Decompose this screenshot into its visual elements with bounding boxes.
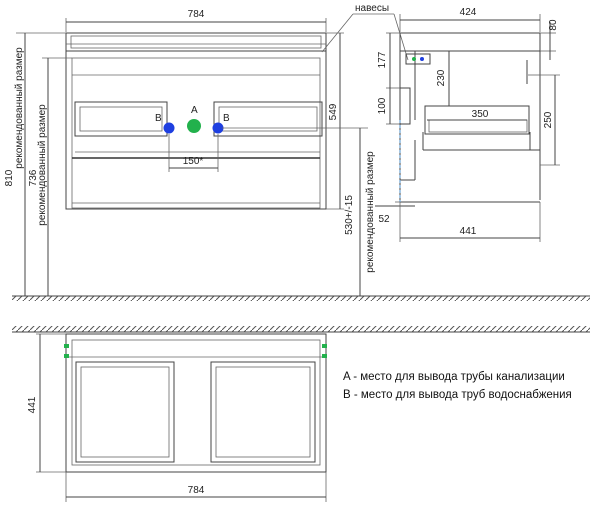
front-width-dim: 784 <box>188 9 205 20</box>
hinge-dot-1 <box>412 57 416 61</box>
total-height-dim: 810 <box>4 169 15 186</box>
mount-height-dim: 530+/-15 <box>344 195 355 235</box>
mount-mark-right-1 <box>322 344 327 348</box>
label-a: A <box>191 105 198 116</box>
side-view: навесы 424 80 100 177 <box>321 3 560 242</box>
top-view-width-dim: 784 <box>188 485 205 496</box>
pipe-a-marker <box>187 119 201 133</box>
mount-mark-left-1 <box>64 344 69 348</box>
front-view: 784 B A B 150* 810 рекомендованный ра <box>4 9 376 296</box>
right-height-dim: 250 <box>543 111 554 128</box>
upper-inner-dim: 230 <box>436 69 447 86</box>
pipe-b-left-marker <box>163 122 175 134</box>
mount-height-note: рекомендованный размер <box>365 151 376 273</box>
side-depth-bottom-dim: 441 <box>460 226 477 237</box>
drawer-depth-dim: 350 <box>472 109 489 120</box>
mount-mark-right-2 <box>322 354 327 358</box>
recommended-height-dim: 736 <box>28 169 39 186</box>
legend-a: A - место для вывода трубы канализации <box>343 371 565 383</box>
pipe-spacing-dim: 150* <box>183 156 204 167</box>
pipe-b-right-marker <box>212 122 224 134</box>
upper-offset-dim: 177 <box>377 51 388 68</box>
label-b-right: B <box>223 113 230 124</box>
cabinet-height-dim: 549 <box>328 103 339 120</box>
hinge-dot-2 <box>420 57 424 61</box>
total-height-note: рекомендованный размер <box>14 47 25 169</box>
mount-mark-left-2 <box>64 354 69 358</box>
label-b-left: B <box>155 113 162 124</box>
legend-b: B - место для вывода труб водоснабжения <box>343 389 572 401</box>
side-depth-top-dim: 424 <box>460 7 477 18</box>
bottom-offset-dim: 52 <box>378 214 390 225</box>
top-view: 441 784 <box>12 326 590 502</box>
top-thickness-dim: 80 <box>548 19 559 31</box>
hinges-label: навесы <box>355 3 389 14</box>
legend: A - место для вывода трубы канализации B… <box>343 371 572 401</box>
floor-line <box>12 295 590 301</box>
hanger-height-dim: 100 <box>377 97 388 114</box>
recommended-height-note: рекомендованный размер <box>37 104 48 226</box>
top-view-depth-dim: 441 <box>27 396 38 413</box>
